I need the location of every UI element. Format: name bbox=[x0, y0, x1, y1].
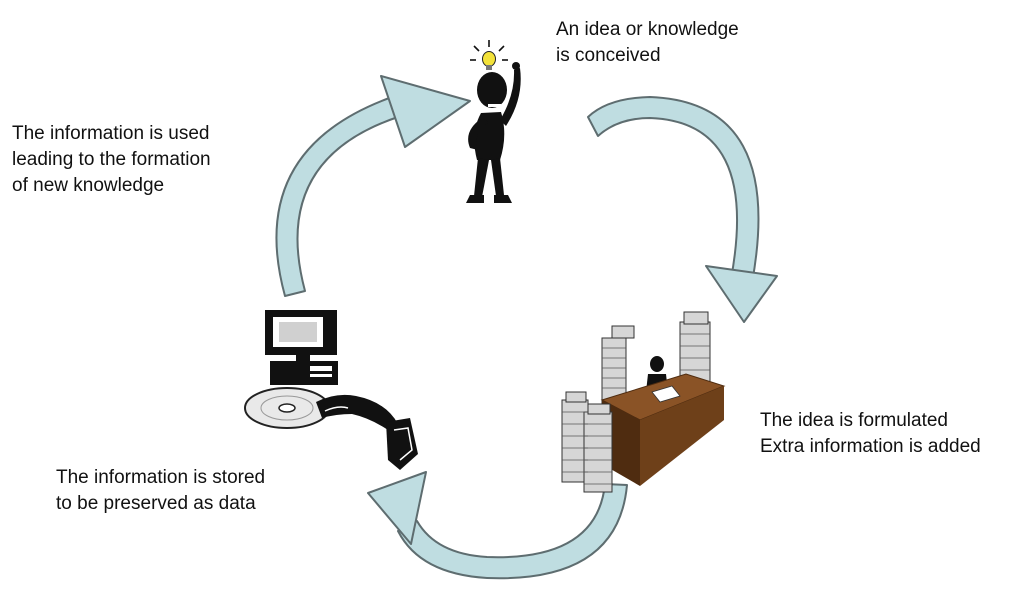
caption-line: The information is used bbox=[12, 123, 210, 144]
caption-information-used: The information is used leading to the f… bbox=[12, 121, 211, 199]
desk-with-paper-stacks-icon bbox=[561, 311, 726, 493]
arrow-idea-to-formulated bbox=[587, 96, 778, 323]
caption-line: The idea is formulated bbox=[760, 410, 948, 431]
caption-line: The information is stored bbox=[56, 467, 266, 488]
caption-idea-conceived: An idea or knowledge is conceived bbox=[556, 17, 739, 69]
arrow-used-to-idea bbox=[275, 75, 471, 297]
caption-line: of new knowledge bbox=[12, 175, 165, 196]
arrow-formulated-to-stored bbox=[367, 471, 628, 580]
caption-information-stored: The information is stored to be preserve… bbox=[56, 465, 265, 517]
caption-idea-formulated: The idea is formulated Extra information… bbox=[760, 408, 981, 460]
computer-and-cd-icon bbox=[244, 310, 418, 470]
caption-line: leading to the formation bbox=[12, 149, 211, 170]
caption-line: An idea or knowledge bbox=[556, 19, 739, 40]
caption-line: is conceived bbox=[556, 45, 661, 66]
caption-line: Extra information is added bbox=[760, 436, 981, 457]
caption-line: to be preserved as data bbox=[56, 493, 256, 514]
thinker-with-lightbulb-icon bbox=[466, 40, 521, 203]
